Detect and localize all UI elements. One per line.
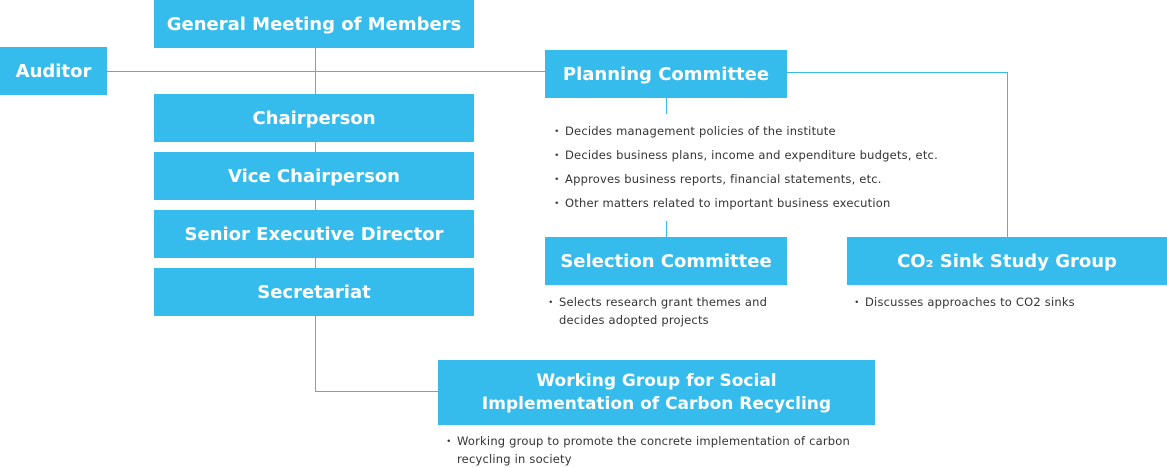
auditor-label: Auditor	[15, 60, 92, 82]
working-group-label-line1: Working Group for Social	[536, 370, 777, 391]
co2-sink-study-group-box: CO₂ Sink Study Group	[847, 237, 1167, 285]
secretariat-label: Secretariat	[257, 281, 371, 303]
note-item: Discusses approaches to CO2 sinks	[851, 293, 1075, 311]
chairperson-box: Chairperson	[154, 94, 474, 142]
planning-committee-notes: Decides management policies of the insti…	[551, 119, 938, 215]
working-group-box: Working Group for Social Implementation …	[438, 360, 875, 425]
general-meeting-box: General Meeting of Members	[154, 0, 474, 48]
secretariat-box: Secretariat	[154, 268, 474, 316]
senior-executive-director-box: Senior Executive Director	[154, 210, 474, 258]
auditor-box: Auditor	[0, 47, 107, 95]
selection-committee-notes: Selects research grant themes and decide…	[545, 293, 799, 329]
working-group-notes: Working group to promote the concrete im…	[443, 432, 867, 468]
planning-committee-box: Planning Committee	[545, 50, 787, 98]
working-group-label-line2: Implementation of Carbon Recycling	[481, 393, 832, 414]
note-item: Working group to promote the concrete im…	[443, 432, 867, 468]
senior-executive-director-label: Senior Executive Director	[184, 223, 444, 245]
note-item: Other matters related to important busin…	[551, 191, 938, 215]
note-item: Selects research grant themes and decide…	[545, 293, 799, 329]
general-meeting-label: General Meeting of Members	[166, 13, 462, 35]
note-item: Approves business reports, financial sta…	[551, 167, 938, 191]
selection-committee-box: Selection Committee	[545, 237, 787, 285]
chairperson-label: Chairperson	[252, 107, 376, 129]
connector-secretariat-working	[315, 316, 438, 392]
connector-planning-co2	[787, 72, 1008, 237]
note-item: Decides management policies of the insti…	[551, 119, 938, 143]
co2-sink-study-group-label: CO₂ Sink Study Group	[897, 250, 1117, 272]
co2-study-group-notes: Discusses approaches to CO2 sinks	[851, 293, 1075, 311]
vice-chairperson-box: Vice Chairperson	[154, 152, 474, 200]
vice-chairperson-label: Vice Chairperson	[227, 165, 400, 187]
planning-committee-label: Planning Committee	[562, 63, 770, 85]
selection-committee-label: Selection Committee	[560, 250, 772, 272]
note-item: Decides business plans, income and expen…	[551, 143, 938, 167]
